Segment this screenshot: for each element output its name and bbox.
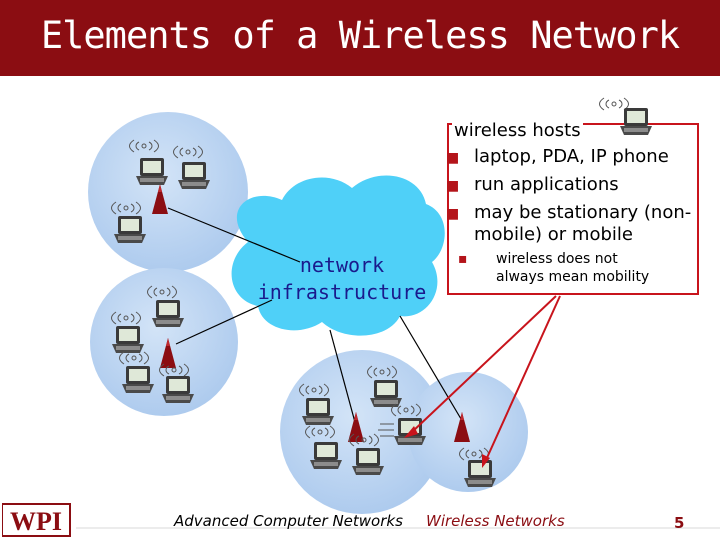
wired-link	[175, 299, 273, 345]
sub-bullet-line: wireless does not	[496, 251, 618, 267]
bullet-text: laptop, PDA, IP phone	[474, 146, 669, 167]
page-number: 5	[674, 514, 685, 532]
sub-bullet: ▪ wireless does not always mean mobility	[458, 250, 650, 286]
network-infrastructure-cloud	[231, 175, 445, 336]
topic-name: Wireless Networks	[426, 512, 565, 530]
wpi-logo: WPI	[2, 503, 71, 537]
slide-title: Elements of a Wireless Network	[40, 14, 680, 57]
bullet-item: ■ laptop, PDA, IP phone	[446, 146, 669, 169]
laptop-icon	[112, 326, 144, 353]
bullet-marker-icon: ■	[446, 178, 460, 194]
wired-link	[167, 207, 301, 263]
sub-bullet-marker-icon: ▪	[458, 251, 468, 267]
cell-coverage-area	[88, 112, 248, 272]
bullet-marker-icon: ■	[446, 206, 460, 222]
network-infrastructure-label: network infrastructure	[252, 252, 432, 306]
bullet-text: run applications	[474, 174, 619, 195]
bullet-text-continued: mobile) or mobile	[474, 224, 633, 245]
laptop-icon	[162, 376, 194, 403]
network-label-line: network	[299, 253, 385, 277]
title-bar	[0, 0, 720, 76]
bullet-item: ■ may be stationary (non-	[446, 202, 691, 225]
laptop-icon	[310, 442, 342, 469]
sub-bullet-line: always mean mobility	[496, 269, 650, 285]
wired-link	[329, 329, 357, 427]
laptop-icon	[620, 108, 652, 135]
course-name: Advanced Computer Networks	[174, 512, 403, 530]
arrowhead	[404, 426, 418, 438]
cell-coverage-area	[408, 372, 528, 492]
laptop-icon	[464, 460, 496, 487]
bullet-text: may be stationary (non-	[474, 202, 692, 223]
pointer-arrow	[411, 295, 557, 433]
laptop-icon	[352, 448, 384, 475]
radio-waves-icon	[599, 97, 629, 111]
laptop-icon	[152, 300, 184, 327]
laptop-icon	[178, 162, 210, 189]
bullet-marker-icon: ■	[446, 150, 460, 166]
callout-heading: wireless hosts	[452, 120, 583, 141]
logo-text: WPI	[10, 507, 62, 536]
bullet-item: ■ run applications	[446, 174, 619, 197]
laptop-icon	[136, 158, 168, 185]
laptop-icon	[302, 398, 334, 425]
arrowhead	[482, 454, 490, 468]
pointer-arrow	[485, 295, 561, 461]
laptop-icon	[114, 216, 146, 243]
cell-coverage-area	[90, 268, 238, 416]
cell-coverage-area	[280, 350, 444, 514]
wired-link	[399, 315, 465, 425]
laptop-icon	[122, 366, 154, 393]
network-label-line: infrastructure	[257, 280, 427, 304]
laptop-icon	[370, 380, 402, 407]
